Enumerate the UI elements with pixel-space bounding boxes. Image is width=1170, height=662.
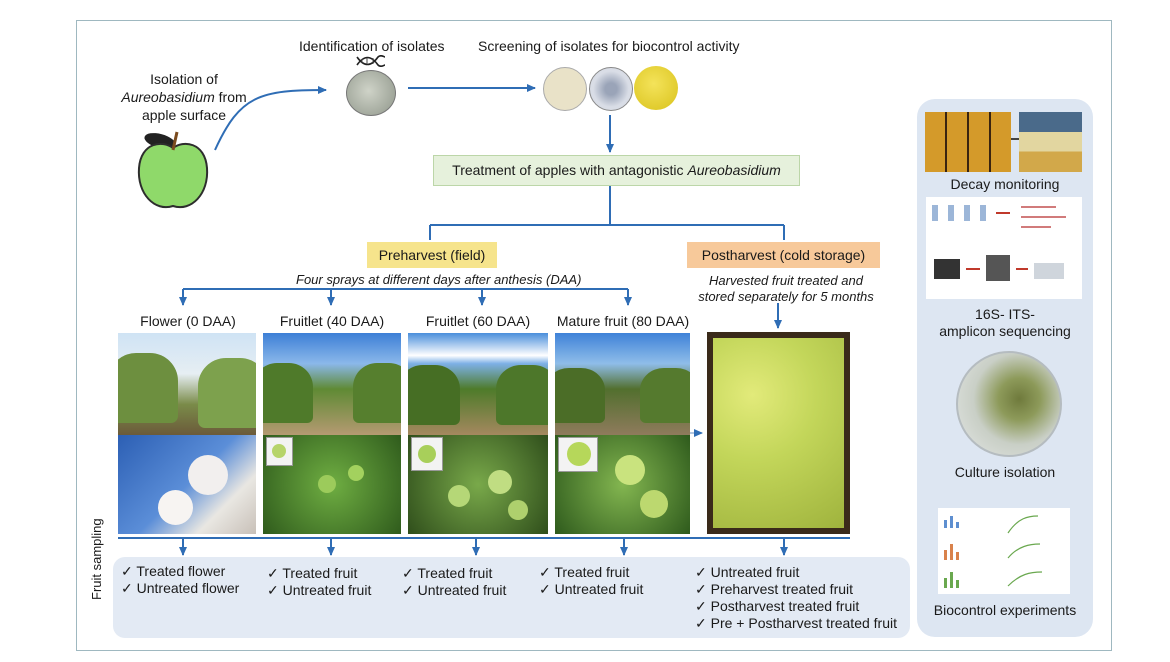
branch-connector (429, 186, 785, 240)
screening-apple-image (634, 66, 678, 110)
sampling-item-mature-untreated: ✓ Untreated fruit (539, 581, 644, 597)
orchard-photo-fruitlet-60 (408, 333, 548, 435)
postharvest-box: Postharvest (cold storage) (687, 242, 880, 268)
identification-label: Identification of isolates (299, 38, 445, 54)
sampling-item-fruitlet40-untreated: ✓ Untreated fruit (267, 582, 372, 598)
sampling-item-mature-treated: ✓ Treated fruit (539, 564, 630, 580)
treatment-genus: Aureobasidium (687, 162, 781, 178)
sequencing-label-line1: 16S- ITS- (975, 306, 1035, 322)
orchard-photo-fruitlet-40 (263, 333, 401, 435)
orchard-photo-mature (555, 333, 690, 435)
isolation-genus: Aureobasidium (121, 89, 215, 105)
sampling-item-preharvest-treated: ✓ Preharvest treated fruit (695, 581, 854, 597)
sampling-item-flower-untreated: ✓ Untreated flower (121, 580, 240, 596)
decay-detail-images (1019, 112, 1082, 172)
biocontrol-label: Biocontrol experiments (933, 602, 1077, 618)
cold-storage-crate-photo (707, 332, 850, 534)
fruitlet-40-closeup-photo (263, 435, 401, 534)
orchard-photo-flower (118, 333, 256, 435)
screening-label: Screening of isolates for biocontrol act… (478, 38, 740, 54)
isolation-line2: Aureobasidium from (96, 89, 272, 106)
culture-isolation-label: Culture isolation (954, 464, 1056, 480)
isolation-from: from (214, 89, 247, 105)
isolation-line1: Isolation of (150, 71, 218, 87)
treatment-text: Treatment of apples with antagonistic (452, 162, 688, 178)
stage-label-fruitlet-60: Fruitlet (60 DAA) (425, 313, 531, 329)
biocontrol-charts-image (938, 508, 1070, 594)
dna-icon (356, 55, 386, 67)
arrow-isolation-to-identification (214, 86, 327, 151)
fruit-sampling-title: Fruit sampling (89, 518, 104, 600)
sampling-item-pre-post-treated: ✓ Pre + Postharvest treated fruit (695, 615, 897, 631)
isolate-plate-image (346, 70, 396, 116)
sequencing-workflow-image (926, 197, 1082, 299)
fruitlet-60-inset (411, 437, 443, 471)
sampling-item-flower-treated: ✓ Treated flower (121, 563, 226, 579)
sequencing-label-line2: amplicon sequencing (939, 323, 1071, 339)
flower-closeup-photo (118, 435, 256, 534)
decay-apples-grid-image (925, 112, 1011, 172)
stage-label-fruitlet-40: Fruitlet (40 DAA) (279, 313, 385, 329)
fruitlet-40-inset (266, 437, 293, 466)
postharvest-note-line2: stored separately for 5 months (698, 289, 874, 304)
sampling-item-post-untreated: ✓ Untreated fruit (695, 564, 800, 580)
sampling-item-fruitlet60-treated: ✓ Treated fruit (402, 565, 493, 581)
stage-label-flower: Flower (0 DAA) (140, 313, 236, 329)
mature-closeup-photo (555, 435, 690, 534)
screening-plate-1 (543, 67, 587, 111)
preharvest-note: Four sprays at different days after anth… (296, 272, 582, 287)
green-apple-icon (137, 131, 209, 209)
fruitlet-60-closeup-photo (408, 435, 548, 534)
stage-label-mature: Mature fruit (80 DAA) (556, 313, 690, 329)
postharvest-note-line1: Harvested fruit treated and (709, 273, 863, 288)
fruit-sampling-panel (113, 557, 910, 638)
sampling-item-fruitlet40-treated: ✓ Treated fruit (267, 565, 358, 581)
preharvest-box: Preharvest (field) (367, 242, 497, 268)
screening-plate-2 (589, 67, 633, 111)
sampling-item-postharvest-treated: ✓ Postharvest treated fruit (695, 598, 860, 614)
isolation-line3: apple surface (141, 107, 227, 123)
culture-plate-image (956, 351, 1062, 457)
sampling-item-fruitlet60-untreated: ✓ Untreated fruit (402, 582, 507, 598)
mature-inset (558, 437, 598, 472)
treatment-box: Treatment of apples with antagonistic Au… (433, 155, 800, 186)
decay-monitoring-label: Decay monitoring (950, 176, 1060, 192)
